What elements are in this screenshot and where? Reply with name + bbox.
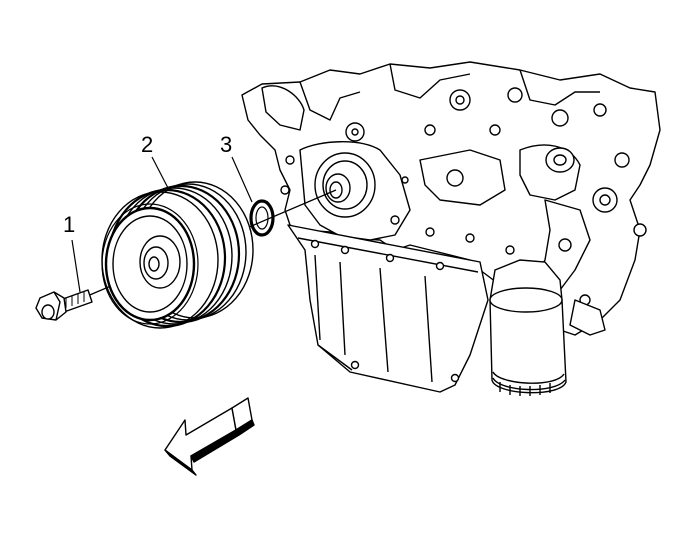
- seal-part: [249, 199, 275, 237]
- leader-lines: [71, 156, 253, 293]
- oil-pan: [287, 224, 489, 393]
- bolt-part: [35, 289, 93, 321]
- pulley-part: [101, 181, 254, 329]
- callout-label-bolt: 1: [63, 212, 76, 237]
- callout-label-pulley: 2: [141, 132, 154, 157]
- callout-label-seal: 3: [220, 132, 233, 157]
- engine-block: [241, 61, 661, 336]
- oil-filter: [489, 259, 567, 396]
- front-direction-arrow-icon: [164, 397, 255, 476]
